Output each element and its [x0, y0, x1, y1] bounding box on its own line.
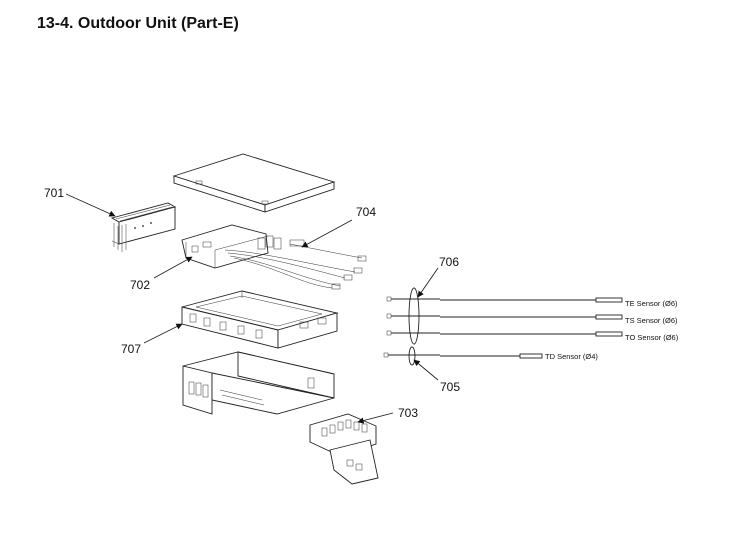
- electrical-box-part: [182, 351, 335, 415]
- callout-706: 706: [439, 255, 459, 269]
- heat-sink-part: [110, 202, 177, 252]
- sensor-label-td: TD Sensor (Ø4): [545, 352, 598, 361]
- td-sensor-loop: [408, 346, 416, 366]
- callout-704: 704: [356, 205, 376, 219]
- top-cover-plate: [172, 153, 336, 213]
- frame-bracket-part: [181, 290, 339, 349]
- sensor-td: [383, 352, 543, 359]
- leader-701: [65, 193, 116, 217]
- leader-702: [153, 256, 193, 279]
- callout-701: 701: [44, 186, 64, 200]
- sensor-ts: [386, 313, 623, 320]
- callout-703: 703: [398, 406, 418, 420]
- callout-707: 707: [121, 342, 141, 356]
- sensor-label-ts: TS Sensor (Ø6): [625, 316, 678, 325]
- sensor-label-to: TO Sensor (Ø6): [625, 333, 679, 342]
- page-title: 13-4. Outdoor Unit (Part-E): [37, 15, 239, 32]
- leader-706: [417, 267, 439, 298]
- control-pcb-assembly: [181, 224, 367, 290]
- leader-703: [357, 412, 394, 424]
- sensor-label-te: TE Sensor (Ø6): [625, 299, 678, 308]
- leader-704: [301, 219, 353, 248]
- leader-707: [143, 323, 183, 344]
- sensor-to: [386, 330, 623, 337]
- callout-705: 705: [440, 380, 460, 394]
- terminal-block-part: [309, 413, 379, 485]
- callout-702: 702: [130, 278, 150, 292]
- sensor-group-loop: [408, 287, 420, 345]
- leader-705: [413, 359, 439, 381]
- sensor-te: [386, 296, 623, 303]
